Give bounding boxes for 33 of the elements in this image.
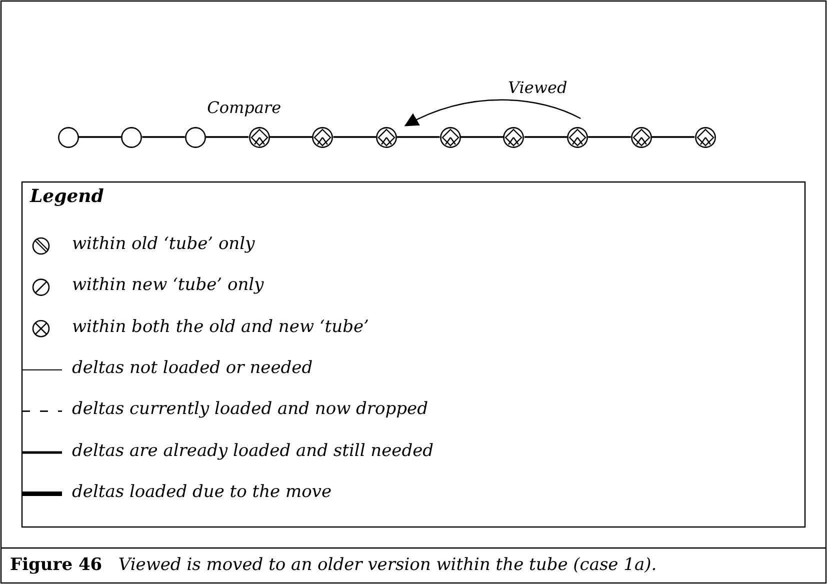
- version-circle: [440, 126, 461, 148]
- connector: [524, 136, 568, 138]
- version-circle: [503, 126, 524, 148]
- connector: [270, 136, 312, 138]
- connector: [652, 136, 694, 138]
- legend-text: deltas not loaded or needed: [72, 358, 313, 378]
- version-circle: [248, 126, 270, 148]
- connector: [142, 136, 185, 138]
- node-caption: Compare: [207, 98, 282, 117]
- connector: [397, 136, 440, 138]
- connector: [78, 136, 122, 138]
- version-circle: [567, 126, 588, 148]
- legend-text: within new ‘tube’ only: [72, 275, 264, 296]
- version-circle: [312, 126, 334, 148]
- version-circle: [121, 126, 142, 148]
- version-circle: [58, 126, 78, 148]
- edge-label: Viewed: [508, 78, 568, 97]
- figure-caption: Figure 46 Viewed is moved to an older version within the tube (case 1a).: [10, 555, 657, 575]
- version-circle: [376, 126, 397, 148]
- version-circle: [630, 126, 652, 148]
- legend-text: within both the old and new ‘tube’: [72, 316, 369, 337]
- connector: [460, 136, 504, 138]
- legend-text: deltas currently loaded and now dropped: [72, 399, 428, 420]
- arrow: [404, 99, 581, 126]
- version-circle: [184, 126, 206, 148]
- legend-text: within old ‘tube’ only: [72, 234, 255, 254]
- version-circle: [694, 126, 716, 148]
- connector: [588, 136, 631, 138]
- legend-text: deltas loaded due to the move: [72, 482, 332, 502]
- connector: [333, 136, 376, 138]
- legend-text: deltas are already loaded and still needed: [72, 440, 434, 460]
- connector: [206, 136, 249, 138]
- legend-heading: Legend: [30, 186, 104, 207]
